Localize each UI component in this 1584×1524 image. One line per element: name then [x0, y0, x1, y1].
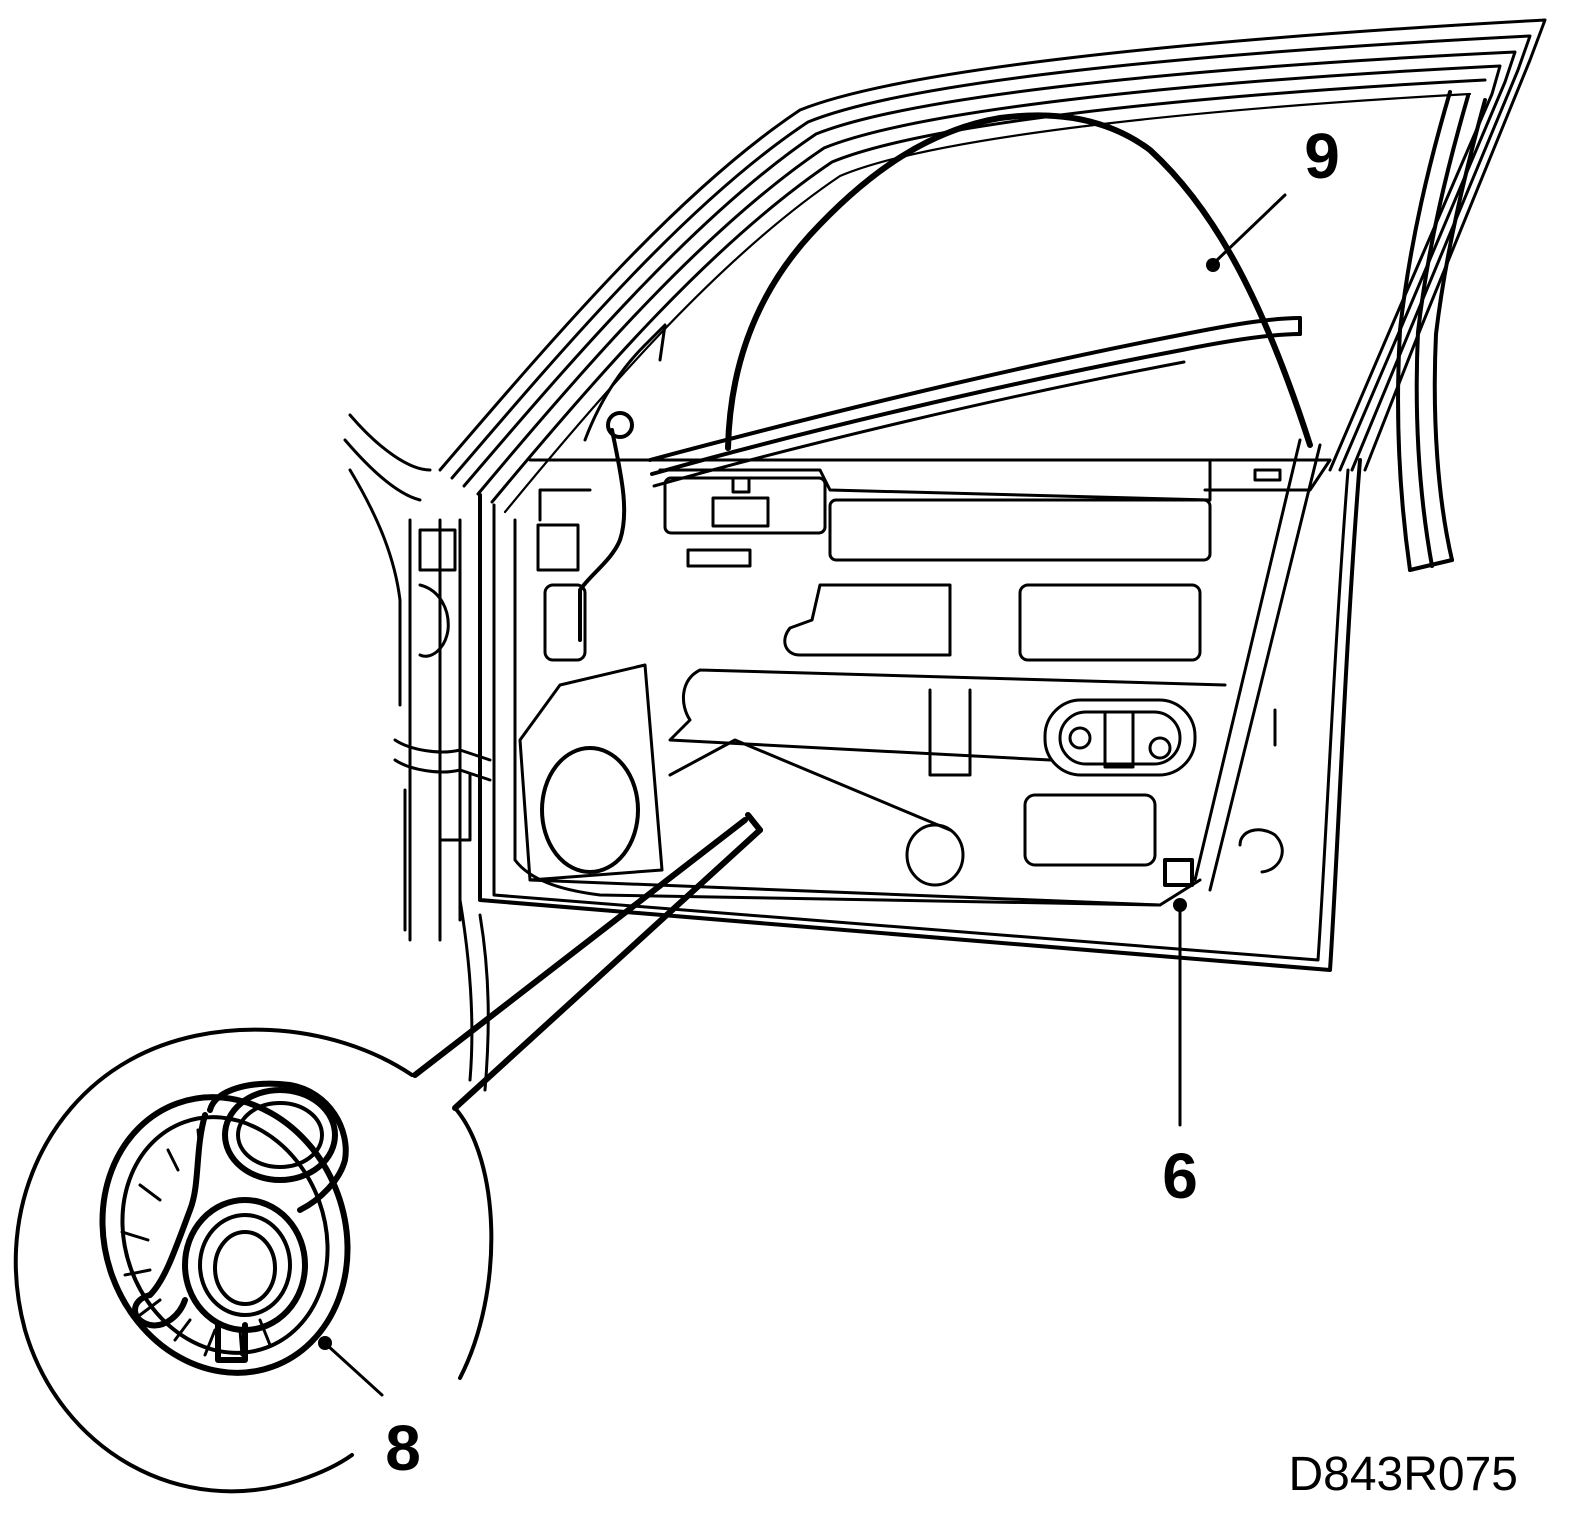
window-glass — [725, 112, 1313, 451]
detail-circle — [13, 1027, 494, 1494]
window-seal-strip — [1396, 90, 1487, 572]
leader-dot-6 — [1173, 898, 1187, 912]
belt-weatherstrip — [648, 316, 1302, 488]
magnifier-pointer — [412, 812, 763, 1111]
callout-8: 8 — [385, 1412, 421, 1484]
speaker-seal-detail — [99, 1080, 351, 1376]
hinge-pillar — [343, 413, 492, 1092]
callout-6: 6 — [1162, 1140, 1198, 1212]
leader-lines — [318, 193, 1287, 1397]
callout-9: 9 — [1304, 120, 1340, 192]
door-frame — [438, 18, 1547, 514]
leader-dot-8 — [318, 1336, 332, 1350]
leader-dot-9 — [1206, 258, 1220, 272]
figure-code: D843R075 — [1289, 1448, 1519, 1501]
door-inner-panel — [478, 323, 1362, 972]
